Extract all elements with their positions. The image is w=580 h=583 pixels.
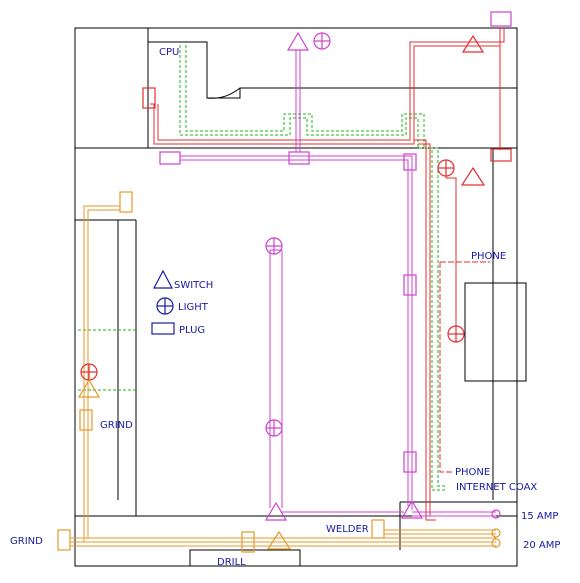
switch-icon [266,530,292,550]
plug-icon [403,274,417,296]
cpu-data-line-2 [185,45,446,487]
phone-line-vertical [439,262,452,473]
orange-run-wall-2 [87,209,120,538]
red-devices [80,34,512,381]
magenta-circuit [180,50,496,517]
cpu-data-line [179,45,446,491]
legend-plug-label: PLUG [179,325,205,336]
red-circuit [150,28,505,521]
plug-icon [142,87,156,109]
plug-icon [403,451,417,473]
switch-icon [400,499,424,519]
red-run-right [414,139,436,521]
red-run-top [150,28,501,145]
welder-label: WELDER [326,524,369,535]
plug-icon [490,11,512,27]
amp20-label: 20 AMP [523,540,560,551]
internet-coax-label: INTERNET COAX [456,482,537,493]
plug-icon [490,148,512,162]
legend-plug-icon [151,322,175,335]
grind-left-label: GRIND [10,536,43,547]
legend-light-icon [156,297,174,315]
switch-icon [460,166,486,186]
plug-icon [79,409,93,431]
amp15-label: 15 AMP [521,511,558,522]
cpu-label: CPU [159,47,179,58]
drill-press-base [189,549,301,567]
drill-label: DRILL [217,557,246,568]
switch-icon [461,34,485,53]
breaker-20amp-icon [491,528,501,538]
red-run-light [445,160,457,336]
legend-switch-icon [153,269,173,289]
red-run-right-2 [418,143,436,517]
magenta-run-outlets-2 [180,159,409,506]
door-swing [206,87,241,99]
labels: CPU PHONE PHONE INTERNET COAX 15 AMP 20 … [10,47,560,568]
magenta-run-outlets [180,155,413,510]
switch-icon [264,501,288,521]
plug-icon [288,151,310,165]
switch-icon [286,31,310,51]
magenta-devices [159,11,512,521]
data-lines [78,45,446,491]
orange-devices [57,191,501,553]
utility-box [464,282,527,382]
legend-light-label: LIGHT [178,302,209,313]
grind-inner-label: GRIND [100,420,133,431]
phone-label-top: PHONE [471,251,506,262]
plug-icon [241,531,255,553]
plug-icon [403,153,417,171]
stair-wall [148,41,517,99]
plug-icon [371,519,385,539]
plug-icon [159,151,181,165]
red-run-top-2 [157,28,505,141]
switch-icon [77,378,101,398]
legend: SWITCH LIGHT PLUG [151,269,213,336]
legend-switch-label: SWITCH [174,280,213,291]
breaker-20amp-icon-2 [491,538,501,548]
breaker-15amp-icon [491,509,501,519]
plug-icon [119,191,133,213]
phone-label-bottom: PHONE [455,467,490,478]
plug-icon [57,529,71,551]
